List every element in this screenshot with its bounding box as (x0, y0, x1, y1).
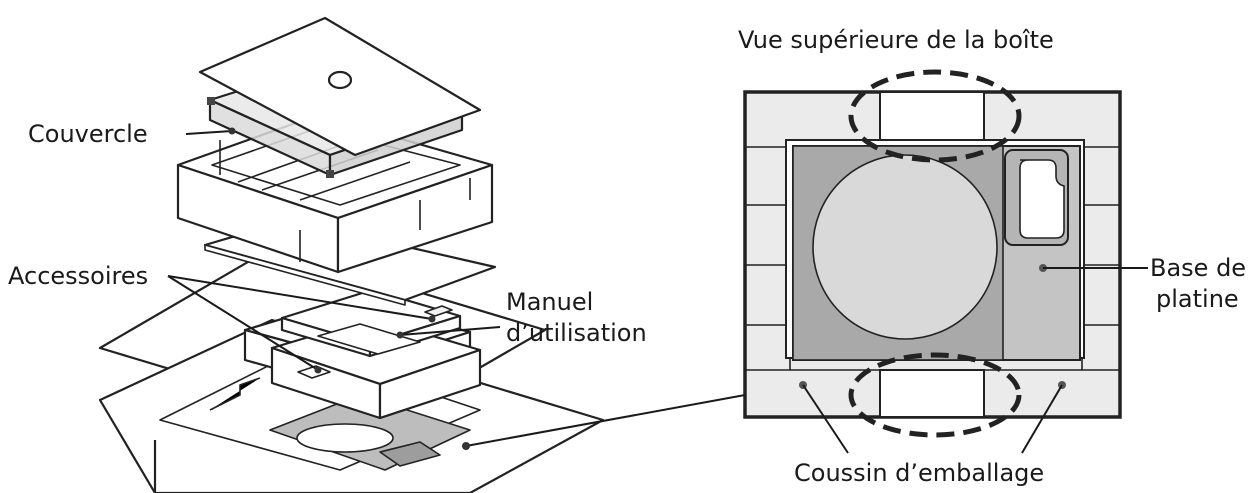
carton-base-plate (269, 394, 471, 471)
top-view-title: Vue supérieure de la boîte (738, 26, 1054, 54)
lid-label: Couvercle (28, 120, 148, 148)
top-cushion-highlight (848, 69, 1022, 163)
top-opening (879, 91, 985, 148)
accessories-label: Accessoires (8, 262, 148, 290)
bottom-opening (879, 369, 985, 418)
top-lid (198, 16, 482, 157)
labels: Vue supérieure de la boîte Couvercle Acc… (8, 26, 1246, 487)
manual-stack (280, 288, 462, 358)
manual-label-line1: Manuel (506, 288, 593, 316)
manual-label-line2: d’utilisation (506, 319, 647, 347)
cushion-label: Coussin d’emballage (794, 459, 1044, 487)
top-view (743, 69, 1122, 438)
platter-circle (812, 154, 998, 340)
turntable-base-label-line2: platine (1156, 285, 1239, 313)
turntable-base (785, 139, 1085, 361)
turntable-base-label-line1: Base de (1150, 254, 1246, 282)
exploded-view (98, 16, 605, 493)
leader-lines (167, 127, 1148, 454)
bottom-cushion-highlight (848, 352, 1022, 438)
